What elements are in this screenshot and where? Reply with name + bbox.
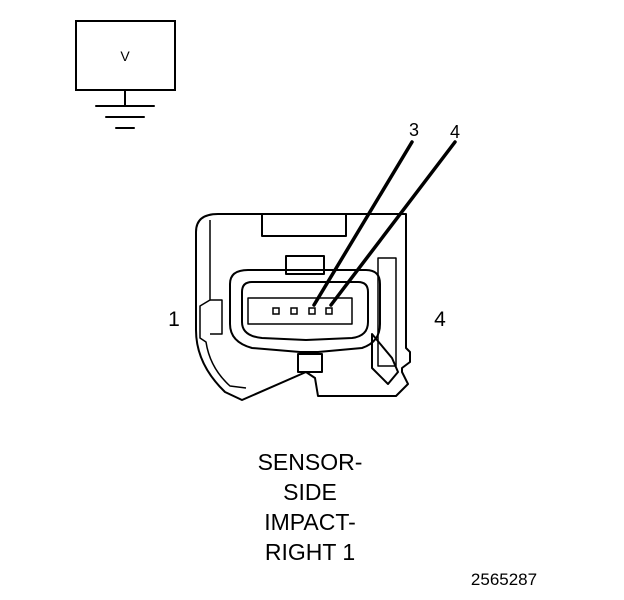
ground-symbol-icon: [95, 105, 155, 129]
component-name-line-3: IMPACT-: [264, 509, 356, 535]
component-name-line-4: RIGHT 1: [265, 539, 355, 565]
voltmeter-label: V: [120, 48, 130, 64]
figure-number: 2565287: [471, 570, 537, 589]
connector-outer-shell: [195, 213, 411, 401]
component-name-line-1: SENSOR-: [258, 449, 363, 475]
lead-label-3: 3: [409, 120, 419, 140]
component-name-line-2: SIDE: [283, 479, 337, 505]
pin-1: [272, 307, 280, 315]
voltmeter-box: [75, 20, 176, 91]
component-name: SENSOR- SIDE IMPACT- RIGHT 1: [258, 449, 363, 565]
voltmeter: V: [75, 20, 176, 129]
terminal-strip: [247, 297, 353, 325]
bottom-key: [297, 353, 323, 373]
lead-to-pin-3: [312, 140, 414, 307]
pin-label-right: 4: [434, 308, 446, 331]
locking-tab-inner: [285, 255, 325, 275]
lead-label-4: 4: [450, 122, 460, 142]
terminal-cavity-inner: [241, 281, 369, 341]
connector-inner-wall: [199, 220, 247, 389]
connector-body: [195, 213, 411, 401]
pin-4: [325, 307, 333, 315]
pin-label-left: 1: [168, 308, 180, 331]
pin-3: [308, 307, 316, 315]
lead-to-pin-4: [329, 140, 457, 307]
right-wall: [377, 257, 397, 367]
pin-2: [290, 307, 298, 315]
right-latch: [371, 333, 399, 385]
left-notch: [210, 299, 223, 335]
terminal-cavity-outer: [229, 269, 381, 353]
locking-tab-top: [261, 213, 347, 237]
